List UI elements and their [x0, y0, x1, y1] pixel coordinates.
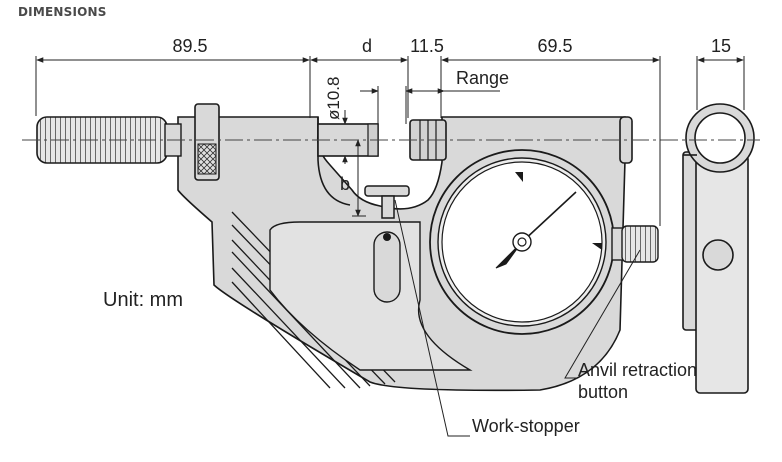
section-title: DIMENSIONS	[18, 5, 107, 19]
dim-15: 15	[711, 36, 731, 56]
anvil-retraction-label-line1: Anvil retraction	[578, 360, 697, 380]
work-stopper-label: Work-stopper	[472, 416, 580, 436]
frame-recess	[269, 221, 473, 371]
dial-gauge	[429, 149, 615, 335]
dim-d: d	[362, 36, 372, 56]
stopper-slot	[373, 231, 401, 303]
dim-11-5: 11.5	[410, 36, 444, 56]
lock-knurl	[197, 143, 217, 175]
dim-spindle-dia: ø10.8	[324, 77, 343, 120]
dim-69-5: 69.5	[537, 36, 572, 56]
anvil-retraction-label-line2: button	[578, 382, 628, 402]
anvil-retraction-button	[611, 225, 659, 263]
dim-89-5: 89.5	[172, 36, 207, 56]
dim-b: b	[340, 174, 350, 194]
slot-screw	[383, 233, 391, 241]
dim-range: Range	[456, 68, 509, 88]
side-view	[682, 103, 755, 394]
unit-label: Unit: mm	[103, 289, 183, 311]
work-stopper	[364, 185, 410, 219]
dimension-lines	[35, 56, 745, 437]
